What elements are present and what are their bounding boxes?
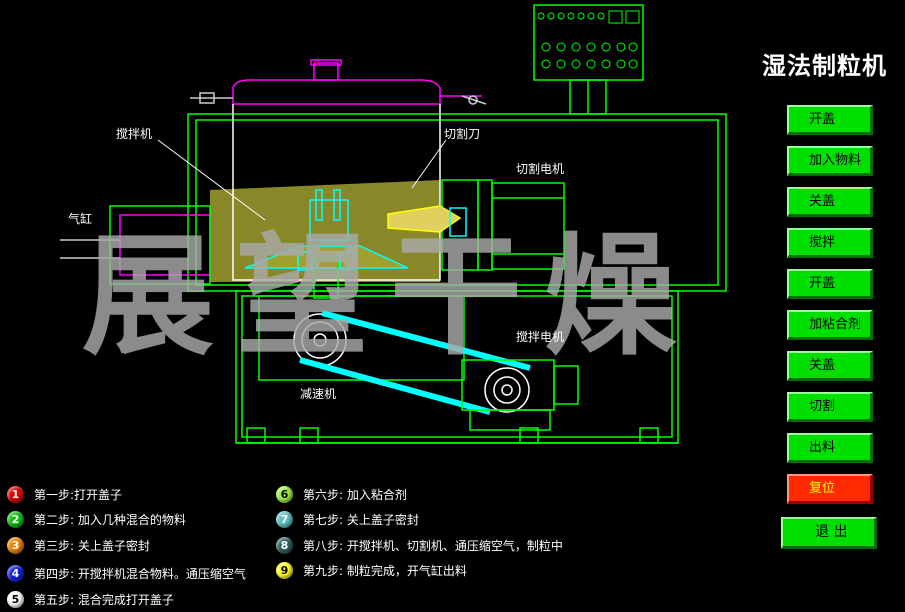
step-number-badge: 8: [276, 537, 293, 554]
step-number-badge: 1: [7, 486, 24, 503]
label-cutter-motor: 切割电机: [516, 162, 565, 176]
reset-button[interactable]: 复位: [787, 474, 873, 504]
step-text: 第二步: 加入几种混合的物料: [34, 513, 186, 527]
step-8: 8 第八步: 开搅拌机、切割机、通压缩空气，制粒中: [276, 537, 563, 554]
exit-button[interactable]: 退 出: [781, 517, 877, 549]
step-5: 5 第五步: 混合完成打开盖子: [7, 591, 174, 608]
step-1: 1 第一步:打开盖子: [7, 486, 122, 503]
step-4: 4 第四步: 开搅拌机混合物料。通压缩空气: [7, 565, 246, 582]
label-mixer: 搅拌机: [116, 127, 153, 141]
agitator: [244, 189, 409, 299]
cut-button[interactable]: 切割: [787, 392, 873, 422]
step-text: 第七步: 关上盖子密封: [303, 513, 419, 527]
step-2: 2 第二步: 加入几种混合的物料: [7, 511, 186, 528]
close-lid-button[interactable]: 关盖: [787, 187, 873, 217]
step-number-badge: 2: [7, 511, 24, 528]
label-mixer-motor: 搅拌电机: [516, 330, 565, 344]
step-6: 6 第六步: 加入粘合剂: [276, 486, 407, 503]
air-cylinder: [60, 205, 211, 285]
label-cutter: 切割刀: [444, 127, 481, 141]
discharge-button[interactable]: 出料: [787, 433, 873, 463]
step-9: 9 第九步: 制粒完成，开气缸出料: [276, 562, 467, 579]
close-lid-button-2[interactable]: 关盖: [787, 351, 873, 381]
open-lid-button-2[interactable]: 开盖: [787, 269, 873, 299]
page-title: 湿法制粒机: [762, 52, 887, 80]
label-reducer: 减速机: [300, 387, 337, 401]
mix-button[interactable]: 搅拌: [787, 228, 873, 258]
step-number-badge: 3: [7, 537, 24, 554]
step-3: 3 第三步: 关上盖子密封: [7, 537, 150, 554]
step-text: 第八步: 开搅拌机、切割机、通压缩空气，制粒中: [303, 539, 563, 553]
step-number-badge: 6: [276, 486, 293, 503]
step-number-badge: 9: [276, 562, 293, 579]
lid: [190, 59, 487, 105]
watermark-text: 展望干燥: [82, 220, 698, 374]
step-text: 第九步: 制粒完成，开气缸出料: [303, 564, 467, 578]
step-text: 第一步:打开盖子: [34, 488, 123, 502]
step-number-badge: 4: [7, 565, 24, 582]
step-number-badge: 7: [276, 511, 293, 528]
add-material-button[interactable]: 加入物料: [787, 146, 873, 176]
machine-frame: [187, 113, 727, 444]
step-number-badge: 5: [7, 591, 24, 608]
control-panel-box: [533, 4, 644, 115]
open-lid-button[interactable]: 开盖: [787, 105, 873, 135]
step-text: 第四步: 开搅拌机混合物料。通压缩空气: [34, 567, 246, 581]
step-text: 第六步: 加入粘合剂: [303, 488, 407, 502]
step-text: 第三步: 关上盖子密封: [34, 539, 150, 553]
control-panel-leds: [537, 10, 640, 69]
belt-drive: [293, 310, 579, 431]
label-cylinder: 气缸: [68, 212, 93, 226]
cutter-motor: [387, 179, 565, 271]
add-binder-button[interactable]: 加粘合剂: [787, 310, 873, 340]
step-7: 7 第七步: 关上盖子密封: [276, 511, 419, 528]
leader-lines: [157, 139, 447, 221]
step-text: 第五步: 混合完成打开盖子: [34, 593, 174, 607]
